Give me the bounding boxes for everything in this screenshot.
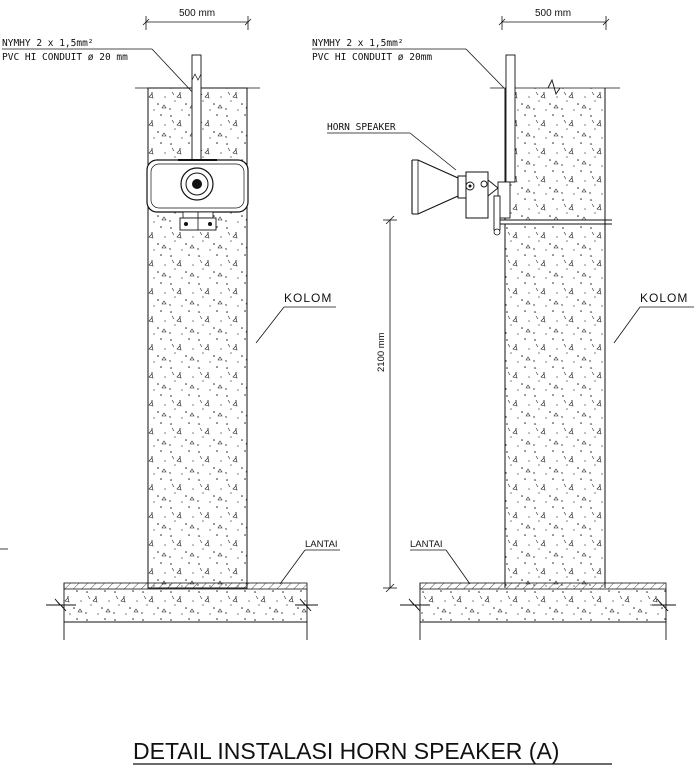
left-floor-label: LANTAI bbox=[305, 539, 338, 550]
right-break-mark bbox=[400, 598, 430, 612]
left-floor-finish bbox=[63, 582, 308, 590]
right-speaker-label: HORN SPEAKER bbox=[327, 122, 396, 133]
left-dimension-text: 500 mm bbox=[179, 8, 215, 19]
left-detail: 500 mm NYMHY 2 x 1,5mm² PVC HI CONDUIT ø… bbox=[0, 8, 340, 640]
right-cable-label: NYMHY 2 x 1,5mm² bbox=[312, 38, 404, 49]
right-column-lower bbox=[505, 224, 605, 588]
right-dimension-text: 500 mm bbox=[535, 8, 571, 19]
left-cable-label: NYMHY 2 x 1,5mm² bbox=[2, 38, 94, 49]
right-horn-speaker bbox=[411, 159, 501, 236]
right-conduit-label: PVC HI CONDUIT ø 20mm bbox=[312, 52, 432, 63]
right-floor-finish bbox=[419, 582, 667, 590]
right-height-text: 2100 mm bbox=[376, 332, 387, 372]
right-break-mark-right bbox=[652, 598, 676, 612]
left-horn-speaker bbox=[146, 159, 249, 231]
right-detail: 500 mm NYMHY 2 x 1,5mm² PVC HI CONDUIT ø… bbox=[312, 8, 694, 640]
right-floor-leader bbox=[445, 549, 471, 585]
left-floor-slab bbox=[64, 589, 307, 622]
right-floor-label: LANTAI bbox=[410, 539, 443, 550]
left-break-mark bbox=[46, 598, 76, 612]
right-dimension-500: 500 mm bbox=[498, 8, 610, 30]
right-floor-slab bbox=[420, 589, 666, 622]
right-column-label: KOLOM bbox=[640, 291, 688, 305]
right-column-upper bbox=[505, 88, 605, 220]
drawing-title: DETAIL INSTALASI HORN SPEAKER (A) bbox=[133, 738, 559, 764]
left-conduit bbox=[191, 54, 202, 162]
right-conduit bbox=[497, 54, 516, 219]
right-speaker-leader bbox=[409, 132, 457, 171]
right-leader-line bbox=[465, 48, 505, 89]
right-column-leader bbox=[613, 306, 641, 344]
left-floor-leader bbox=[279, 549, 306, 585]
left-column-leader bbox=[255, 306, 285, 344]
left-column-label: KOLOM bbox=[284, 291, 332, 305]
left-conduit-label: PVC HI CONDUIT ø 20 mm bbox=[2, 52, 128, 63]
left-break-mark-right bbox=[295, 598, 318, 612]
right-height-dimension: 2100 mm bbox=[376, 215, 397, 593]
left-dimension-500: 500 mm bbox=[142, 8, 252, 30]
right-column-break bbox=[547, 78, 561, 96]
